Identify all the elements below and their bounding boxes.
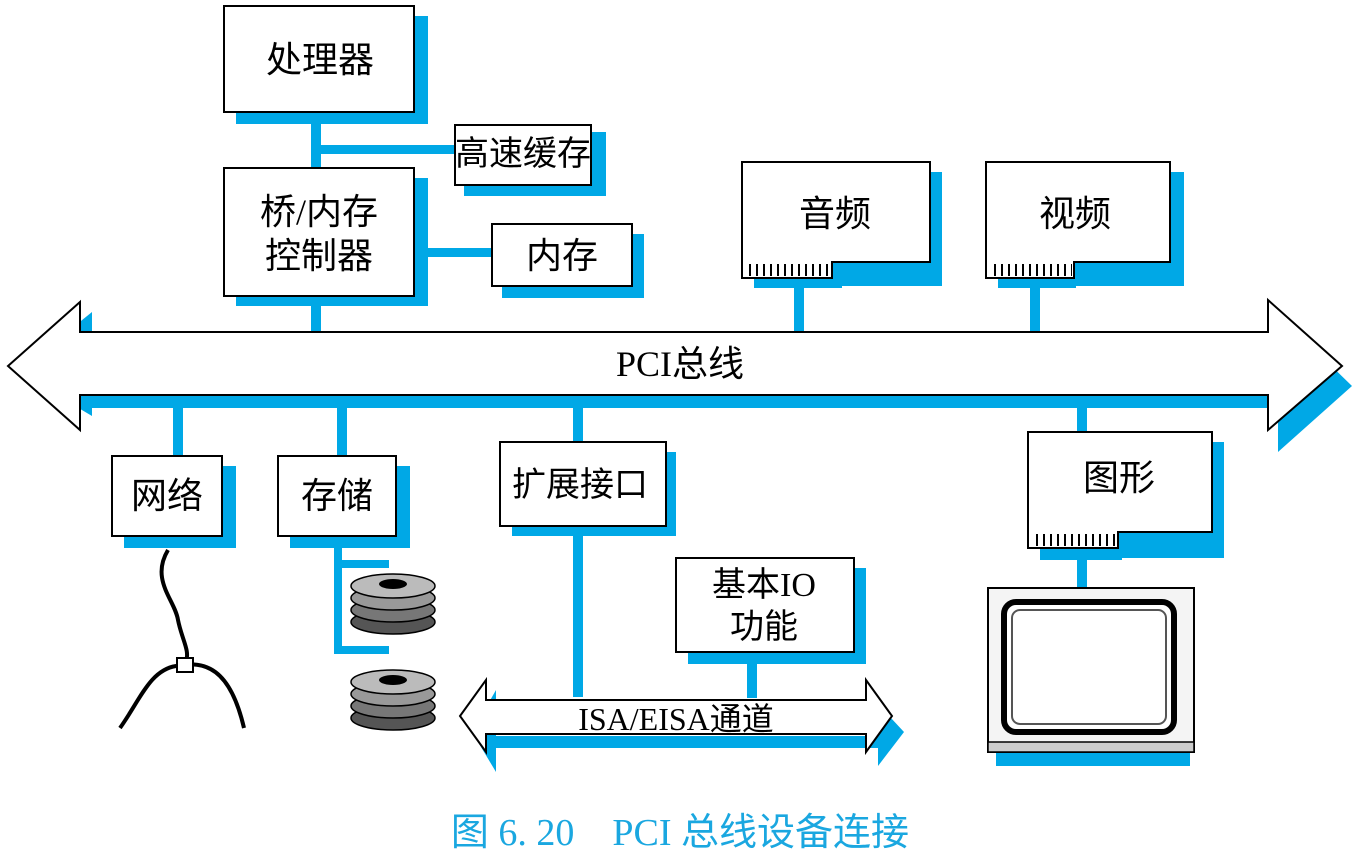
isa-bus-label: ISA/EISA通道 [578, 701, 774, 737]
connector-lines [173, 112, 1087, 698]
bridge-label-line1: 桥/内存 [260, 192, 378, 232]
storage-box: 存储 [277, 455, 410, 548]
card-edge-connector-icon [990, 264, 1072, 276]
pci-bus: PCI总线 [6, 297, 1352, 452]
network-label: 网络 [131, 476, 203, 516]
network-box: 网络 [111, 455, 236, 548]
processor-box: 处理器 [223, 5, 428, 124]
basic-io-label-line2: 功能 [730, 608, 798, 646]
disk-stack-icon [350, 573, 436, 635]
figure-caption: 图 6. 20 PCI 总线设备连接 [451, 812, 909, 854]
video-card: 视频 [985, 161, 1184, 288]
cache-box: 高速缓存 [454, 124, 606, 196]
storage-label: 存储 [301, 476, 373, 516]
basic-io-label-line1: 基本IO [712, 566, 816, 604]
basic-io-box: 基本IO 功能 [675, 557, 866, 664]
video-label: 视频 [1039, 194, 1111, 234]
pci-bus-label: PCI总线 [616, 344, 744, 384]
graphics-label: 图形 [1083, 458, 1155, 498]
graphics-card: 图形 [1027, 431, 1224, 560]
memory-box: 内存 [491, 223, 644, 298]
bridge-box: 桥/内存 控制器 [223, 167, 428, 306]
card-edge-connector-icon [746, 264, 830, 276]
pci-bus-arrow [6, 297, 1344, 433]
disk-stack-icon [350, 669, 436, 731]
expansion-box: 扩展接口 [499, 441, 676, 536]
audio-label: 音频 [799, 194, 871, 234]
expansion-label: 扩展接口 [512, 466, 648, 504]
isa-bus: ISA/EISA通道 [458, 676, 904, 772]
audio-card: 音频 [741, 161, 942, 288]
cache-label: 高速缓存 [455, 135, 591, 173]
processor-label: 处理器 [266, 40, 374, 80]
memory-label: 内存 [526, 236, 598, 276]
card-edge-connector-icon [1032, 534, 1116, 546]
isa-bus-arrow [458, 676, 894, 756]
bridge-label-line2: 控制器 [265, 236, 373, 276]
network-cable-icon [118, 548, 246, 730]
monitor-icon [987, 587, 1195, 766]
